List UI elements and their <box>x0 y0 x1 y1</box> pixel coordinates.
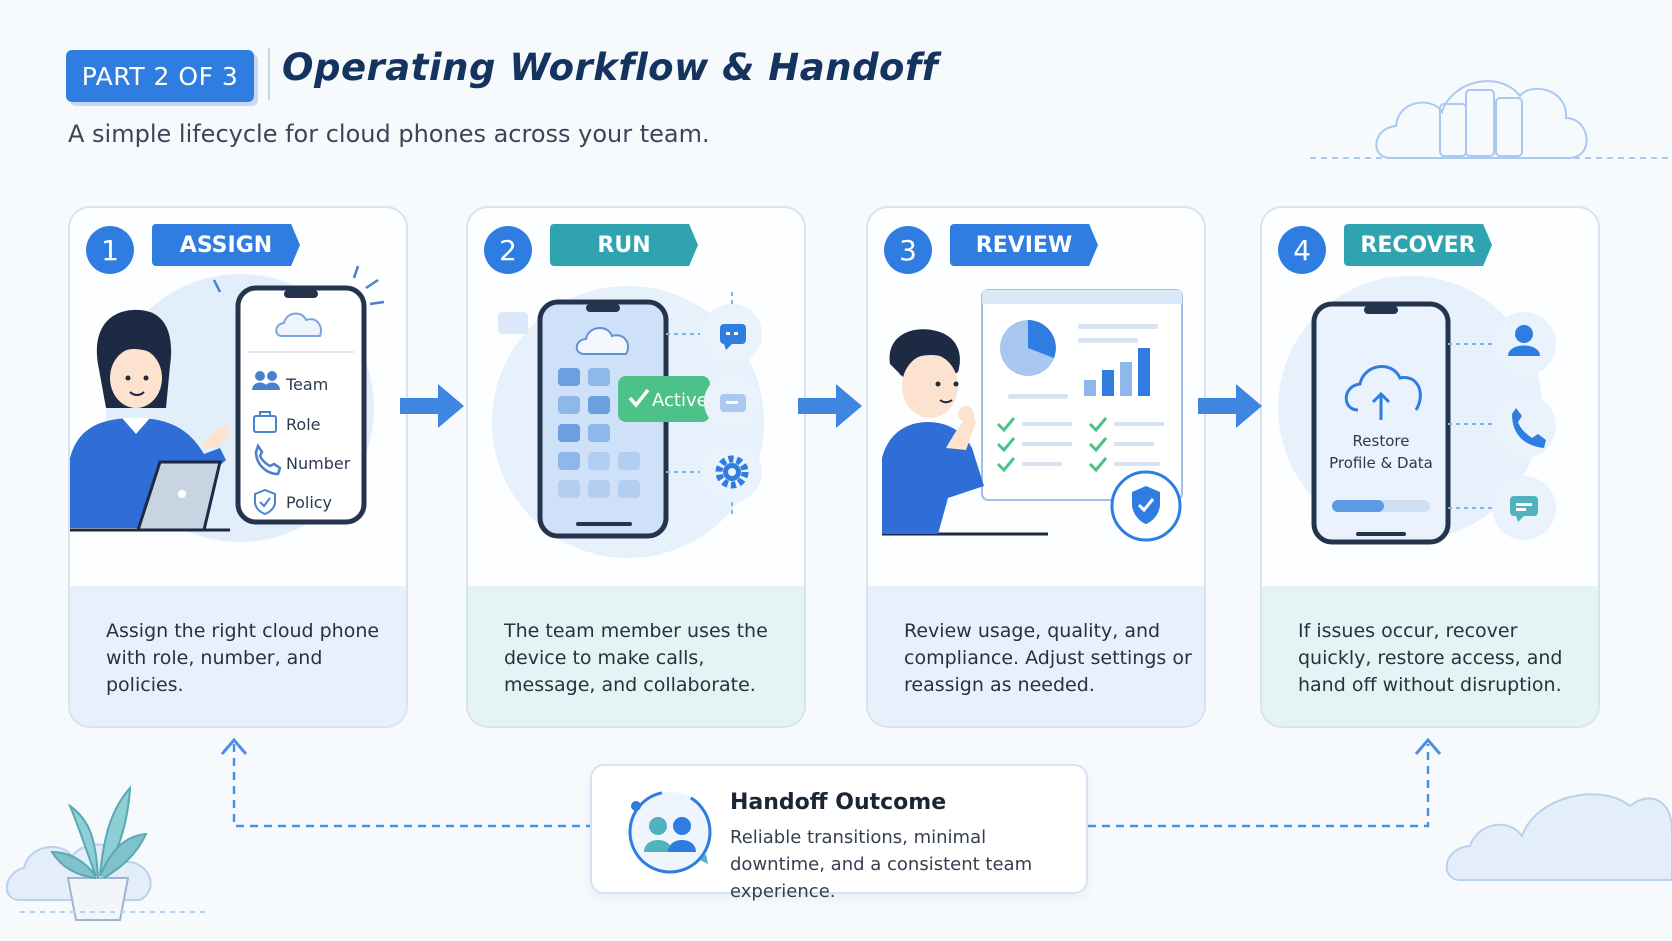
page-title: Operating Workflow & Handoff <box>282 46 939 89</box>
step-label-assign: ASSIGN <box>152 224 300 266</box>
recover-scene: Restore Profile & Data <box>1278 276 1556 545</box>
phone-icon <box>254 443 282 476</box>
review-illustration <box>868 208 1204 586</box>
run-scene: Active <box>492 286 764 558</box>
chat-icon <box>720 394 746 412</box>
step-description-area <box>868 586 1204 726</box>
step-card-run: Active The team member uses <box>466 206 806 728</box>
step-description-area <box>70 586 406 726</box>
step-description: Assign the right cloud phone with role, … <box>106 620 380 696</box>
step-label-recover: RECOVER <box>1344 224 1492 266</box>
step-label-run: RUN <box>550 224 698 266</box>
restore-caption-line2: Profile & Data <box>1329 454 1433 472</box>
step-number-badge: 1 <box>86 226 134 274</box>
page-subtitle: A simple lifecycle for cloud phones acro… <box>68 120 710 148</box>
step-description: The team member uses the device to make … <box>504 620 768 696</box>
part-badge: PART 2 OF 3 <box>66 50 254 102</box>
step-description-area <box>468 586 804 726</box>
handoff-text: Reliable transitions, minimal downtime, … <box>730 827 1033 902</box>
phone-icon <box>1512 408 1546 448</box>
flow-arrow <box>798 384 862 428</box>
restore-caption-line1: Restore <box>1353 432 1410 450</box>
phone-item-team: Team <box>285 375 328 394</box>
restore-progress-fill <box>1332 500 1384 512</box>
assign-scene: Team Role Number Policy <box>70 265 385 542</box>
cloud-icon <box>575 327 630 355</box>
assign-illustration: Team Role Number Policy <box>70 208 406 586</box>
step-number-badge: 3 <box>884 226 932 274</box>
chat-icon <box>498 312 528 334</box>
cloud-icon <box>275 312 322 337</box>
role-icon <box>253 411 277 433</box>
step-card-recover: Restore Profile & Data If issues occur, … <box>1260 206 1600 728</box>
shield-icon <box>1132 486 1160 524</box>
bar-chart-icon <box>1084 348 1150 396</box>
check-icon <box>628 388 650 408</box>
status-chip-text: Active <box>652 390 708 411</box>
step-description: If issues occur, recover quickly, restor… <box>1298 620 1563 696</box>
plant-icon <box>5 785 210 921</box>
person-illustration <box>882 329 984 534</box>
phone-item-policy: Policy <box>286 493 332 512</box>
cloud-icon <box>1344 365 1422 420</box>
run-illustration: Active <box>468 208 804 586</box>
handoff-loop-connector <box>232 744 1430 828</box>
step-card-assign: Team Role Number Policy <box>68 206 408 728</box>
app-grid <box>558 368 640 498</box>
loop-arrowheads <box>220 737 1442 755</box>
handoff-title: Handoff Outcome <box>730 790 947 815</box>
status-badge: Active <box>618 376 710 422</box>
pie-chart-icon <box>1000 320 1056 376</box>
gear-icon <box>715 455 749 489</box>
title-divider <box>268 48 270 100</box>
recover-illustration: Restore Profile & Data <box>1262 208 1598 586</box>
step-description: Review usage, quality, and compliance. A… <box>904 620 1192 696</box>
team-icon <box>252 371 280 390</box>
step-description-area <box>1262 586 1598 726</box>
flow-arrow <box>400 384 464 428</box>
step-number-badge: 4 <box>1278 226 1326 274</box>
phone-item-role: Role <box>286 415 320 434</box>
handoff-outcome-box: Handoff Outcome Reliable transitions, mi… <box>590 764 1088 902</box>
team-icon <box>628 790 712 874</box>
shield-icon <box>254 488 276 516</box>
cloud-icon <box>1310 80 1670 159</box>
user-icon <box>1508 325 1540 356</box>
chat-icon <box>1510 496 1538 522</box>
flow-arrow <box>1198 384 1262 428</box>
check-list <box>996 417 1108 473</box>
review-scene <box>882 289 1183 542</box>
cloud-icon <box>1445 793 1672 881</box>
step-label-review: REVIEW <box>950 224 1098 266</box>
phone-item-number: Number <box>286 454 351 473</box>
person-illustration <box>70 309 230 532</box>
step-number-badge: 2 <box>484 226 532 274</box>
chat-icon <box>720 324 746 350</box>
step-card-review: Review usage, quality, and compliance. A… <box>866 206 1206 728</box>
